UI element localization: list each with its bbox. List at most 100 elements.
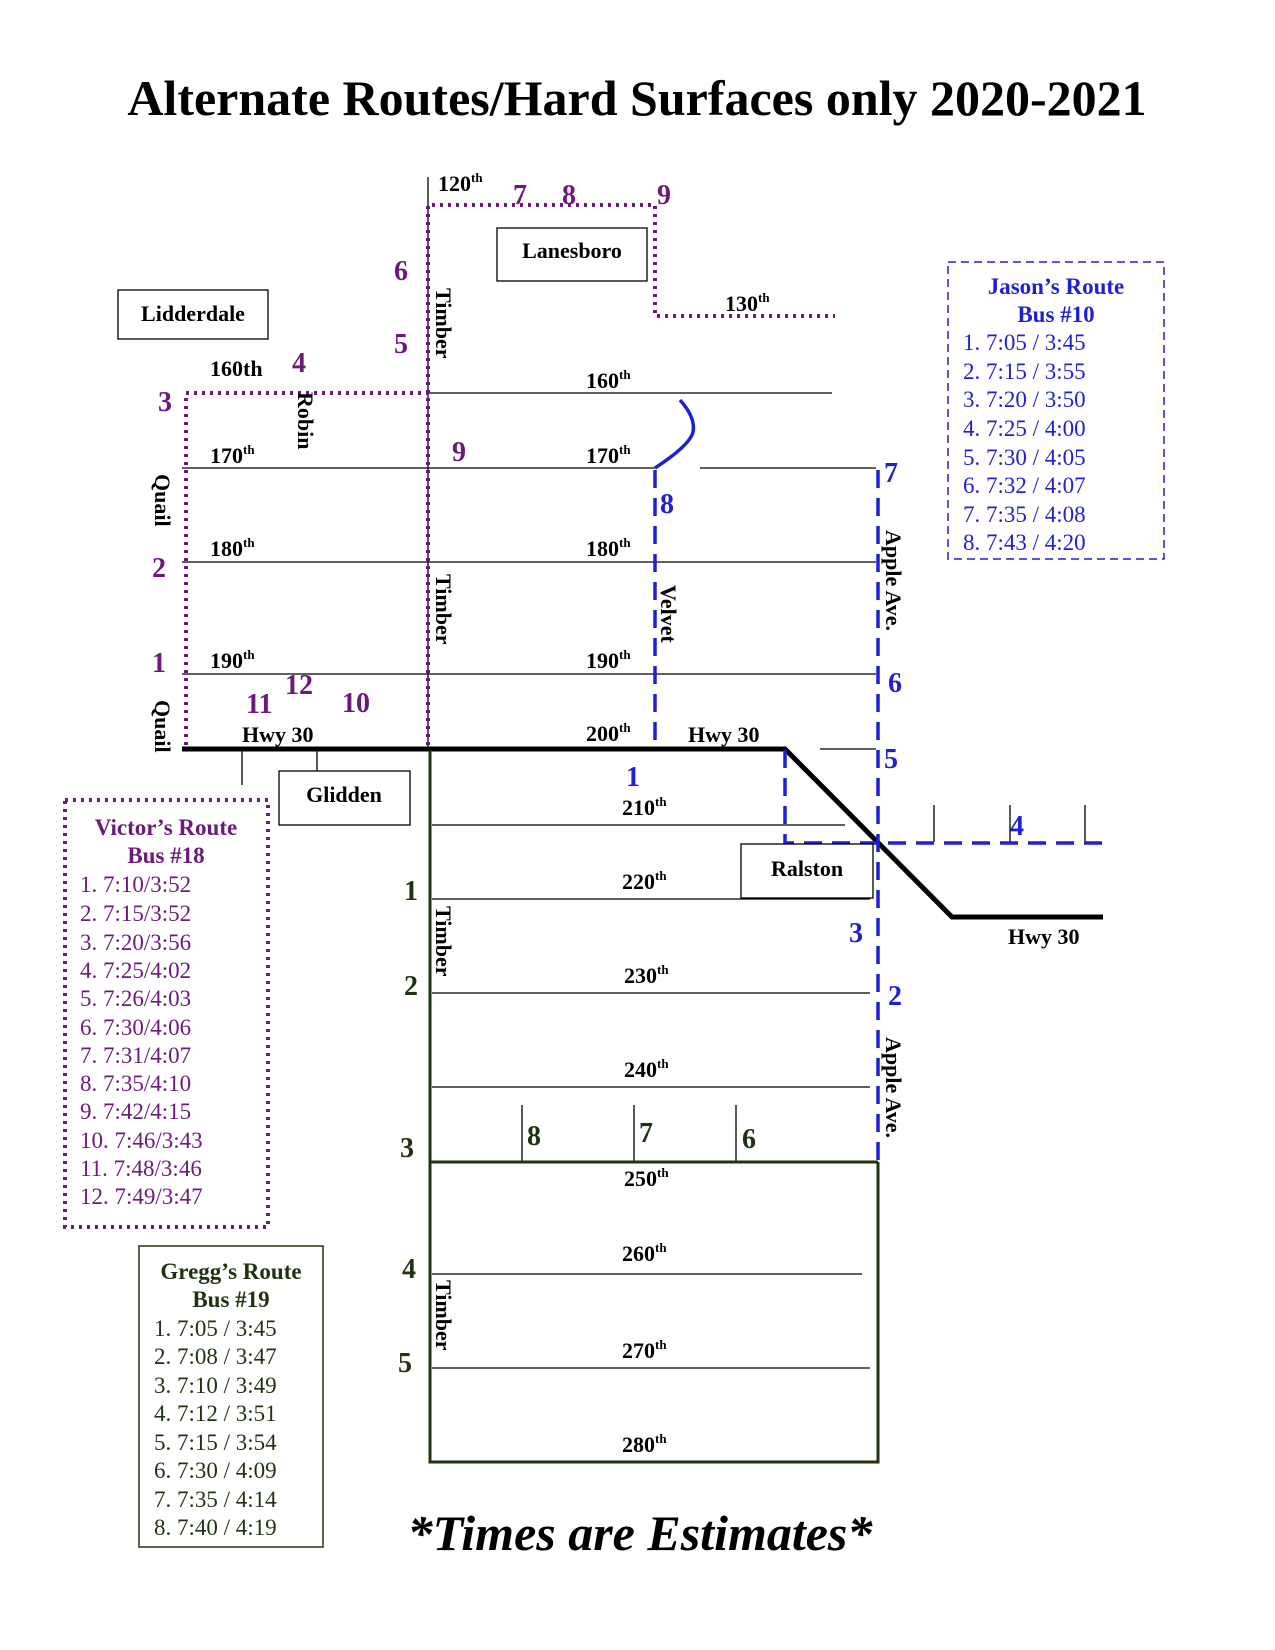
town-lidderdale: Lidderdale (141, 301, 245, 326)
gregg-stop-8: 8 (527, 1121, 541, 1152)
street-160-east: 160th (586, 367, 631, 393)
town-glidden: Glidden (306, 782, 382, 807)
gregg-stop-4: 4 (402, 1254, 416, 1285)
street-130: 130th (725, 290, 770, 316)
street-timber-3: Timber (431, 906, 456, 977)
glidden-box (278, 770, 411, 826)
legend-jason-stop: 5. 7:30 / 4:05 (963, 445, 1086, 470)
street-hwy30-mid: Hwy 30 (688, 722, 760, 747)
street-velvet: Velvet (656, 585, 681, 644)
legend-gregg-stop: 3. 7:10 / 3:49 (154, 1373, 277, 1398)
street-hwy30-west: Hwy 30 (242, 722, 314, 747)
jason-stop-2: 2 (888, 981, 902, 1012)
street-280: 280th (622, 1431, 667, 1457)
street-260: 260th (622, 1240, 667, 1266)
street-180-west: 180th (210, 535, 255, 561)
jason-stop-4: 4 (1010, 811, 1024, 842)
legend-victor-stop: 1. 7:10/3:52 (80, 872, 191, 897)
legend-jason-stop: 8. 7:43 / 4:20 (963, 530, 1086, 555)
ralston-box (740, 843, 874, 899)
gregg-route-line (428, 750, 880, 1464)
street-210: 210th (622, 794, 667, 820)
street-timber-4: Timber (431, 1280, 456, 1351)
street-240: 240th (624, 1056, 669, 1082)
legend-victor-title: Victor’s Route (95, 815, 237, 840)
map-title: Alternate Routes/Hard Surfaces only 2020… (127, 70, 1146, 126)
victor-stop-9: 9 (452, 437, 466, 468)
jason-stop-3: 3 (849, 918, 863, 949)
legend-gregg-stop: 5. 7:15 / 3:54 (154, 1430, 277, 1455)
vertical-street-labels: Timber Timber Timber Timber Robin Quail … (150, 288, 906, 1351)
legend-jason-stop: 1. 7:05 / 3:45 (963, 330, 1086, 355)
legend-victor-stop: 2. 7:15/3:52 (80, 901, 191, 926)
legend-gregg-stop: 1. 7:05 / 3:45 (154, 1316, 277, 1341)
gregg-stop-7: 7 (639, 1118, 653, 1149)
gregg-stop-3: 3 (400, 1133, 414, 1164)
legend-jason-stop: 2. 7:15 / 3:55 (963, 359, 1086, 384)
street-robin: Robin (293, 392, 318, 449)
victor-stop-9-north: 9 (657, 180, 671, 211)
legend-victor-stop: 12. 7:49/3:47 (80, 1184, 203, 1209)
gregg-stop-6: 6 (742, 1124, 756, 1155)
victor-stop-5: 5 (394, 329, 408, 360)
legend-victor-stop: 9. 7:42/4:15 (80, 1099, 191, 1124)
street-190-west: 190th (210, 647, 255, 673)
victor-stop-4: 4 (292, 348, 306, 379)
victor-stop-12: 12 (285, 670, 313, 701)
legend-victor-stop: 6. 7:30/4:06 (80, 1015, 191, 1040)
jason-route-curve (654, 398, 696, 470)
victor-stop-3: 3 (158, 387, 172, 418)
legend-gregg-stop: 6. 7:30 / 4:09 (154, 1458, 277, 1483)
victor-stop-10: 10 (342, 688, 370, 719)
street-quail-2: Quail (150, 700, 175, 753)
highway-30 (182, 746, 1103, 920)
legend-jason: Jason’s Route Bus #10 1. 7:05 / 3:45 2. … (947, 261, 1165, 560)
street-180-east: 180th (586, 535, 631, 561)
jason-stop-6: 6 (888, 668, 902, 699)
victor-route-line (184, 203, 835, 745)
legend-gregg-stop: 8. 7:40 / 4:19 (154, 1515, 277, 1540)
street-190-east: 190th (586, 647, 631, 673)
legend-victor-stop: 3. 7:20/3:56 (80, 930, 191, 955)
street-timber-1: Timber (431, 288, 456, 359)
jason-route-line (653, 470, 1103, 1160)
legend-victor-stop: 7. 7:31/4:07 (80, 1043, 191, 1068)
street-230: 230th (624, 962, 669, 988)
lidderdale-box (117, 289, 269, 340)
victor-stop-1: 1 (152, 648, 166, 679)
street-labels: 120th 130th 160th 160th 170th 170th 180t… (210, 170, 1080, 1457)
legend-gregg-stop: 4. 7:12 / 3:51 (154, 1401, 277, 1426)
victor-stop-6: 6 (394, 256, 408, 287)
street-270: 270th (622, 1337, 667, 1363)
gregg-stop-1: 1 (404, 876, 418, 907)
jason-stop-numbers: 1 2 3 4 5 6 7 8 (626, 458, 1024, 1012)
gregg-stop-5: 5 (398, 1348, 412, 1379)
street-250: 250th (624, 1165, 669, 1191)
victor-stop-2: 2 (152, 553, 166, 584)
legend-victor-bus: Bus #18 (127, 843, 204, 868)
legend-jason-stop: 4. 7:25 / 4:00 (963, 416, 1086, 441)
legend-victor-stop: 8. 7:35/4:10 (80, 1071, 191, 1096)
town-lanesboro: Lanesboro (522, 238, 622, 263)
legend-victor-stop: 11. 7:48/3:46 (80, 1156, 202, 1181)
legend-gregg-stop: 2. 7:08 / 3:47 (154, 1344, 277, 1369)
town-ralston: Ralston (771, 856, 843, 881)
street-apple-1: Apple Ave. (881, 530, 906, 631)
town-boxes (117, 227, 874, 899)
jason-stop-5: 5 (884, 744, 898, 775)
legend-gregg: Gregg’s Route Bus #19 1. 7:05 / 3:45 2. … (138, 1245, 324, 1548)
legend-victor-stop: 5. 7:26/4:03 (80, 986, 191, 1011)
street-200: 200th (586, 720, 631, 746)
gregg-stop-numbers: 1 2 3 4 5 6 7 8 (398, 876, 756, 1379)
victor-stop-11: 11 (246, 689, 272, 720)
street-quail-1: Quail (150, 474, 175, 527)
legend-victor: Victor’s Route Bus #18 1. 7:10/3:52 2. 7… (63, 798, 270, 1229)
legend-jason-bus: Bus #10 (1017, 302, 1094, 327)
jason-stop-1: 1 (626, 762, 640, 793)
legend-victor-stop: 4. 7:25/4:02 (80, 958, 191, 983)
street-170-east: 170th (586, 442, 631, 468)
victor-stop-8: 8 (562, 180, 576, 211)
street-120: 120th (438, 170, 483, 196)
legend-jason-stop: 6. 7:32 / 4:07 (963, 473, 1086, 498)
